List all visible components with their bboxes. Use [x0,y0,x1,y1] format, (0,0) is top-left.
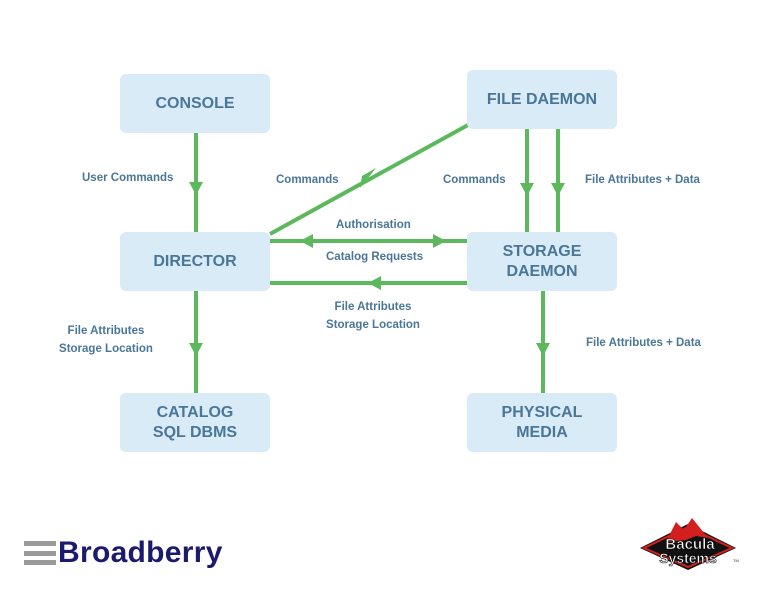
edge-label-line-1: File Attributes [334,301,412,313]
arrowhead-right-icon [433,234,446,248]
node-label: FILE DAEMON [486,90,598,108]
node-label-line-1: CATALOG [156,403,234,421]
node-file-daemon[interactable]: FILE DAEMON [467,70,617,129]
node-director[interactable]: DIRECTOR [120,232,270,291]
edge-label-director-catalog: File Attributes Storage Location [52,322,160,358]
node-label-line-2: MEDIA [516,423,568,441]
edge-label-line-2: Storage Location [59,343,153,355]
node-physical-media[interactable]: PHYSICAL MEDIA [467,393,617,452]
edge-label-sd-director: File Attributes Storage Location [318,298,428,334]
edge-label-line-2: Storage Location [326,319,420,331]
node-label-line-1: STORAGE [502,242,582,260]
arrowhead-left-icon [300,234,313,248]
edge-label-line-1: File Attributes [67,325,145,337]
node-label-line-1: PHYSICAL [501,403,583,421]
node-console[interactable]: CONSOLE [120,74,270,133]
bacula-tm-text: TM [733,558,739,563]
arrowhead-down-icon [520,183,534,196]
broadberry-logo: Broadberry [24,538,223,568]
edge-label-commands-fd: Commands [443,174,506,186]
arrowhead-down-icon [536,343,550,356]
bacula-bottom-text: Systems [659,550,717,566]
arrowhead-diagonal-icon [360,168,376,188]
bacula-diamond-icon [640,524,736,570]
bacula-bat-icon [666,518,708,542]
arrowhead-left-icon [368,276,381,290]
node-label-line-2: DAEMON [506,262,578,280]
edge-director-file-daemon [269,123,469,236]
bacula-systems-logo: Bacula Systems TM [640,518,739,570]
edge-label-user-commands: User Commands [82,172,174,184]
arrowhead-down-icon [189,343,203,356]
node-label: CONSOLE [155,94,235,112]
arrowhead-down-icon [189,182,203,195]
edge-label-catalog-requests: Catalog Requests [326,251,424,263]
bacula-top-text: Bacula [665,536,715,553]
node-label: DIRECTOR [153,252,237,270]
broadberry-wordmark: Broadberry [58,536,223,569]
edge-label-fd-data: File Attributes + Data [585,174,700,186]
node-storage-daemon[interactable]: STORAGE DAEMON [467,232,617,291]
broadberry-bars-icon [24,541,56,565]
edge-label-commands-director: Commands [276,174,339,186]
node-catalog[interactable]: CATALOG SQL DBMS [120,393,270,452]
node-label-line-2: SQL DBMS [152,423,238,441]
arrowhead-down-icon [551,183,565,196]
edge-label-sd-media: File Attributes + Data [586,337,701,349]
bacula-diamond-border-icon [641,525,735,569]
edge-label-authorisation: Authorisation [336,219,411,231]
